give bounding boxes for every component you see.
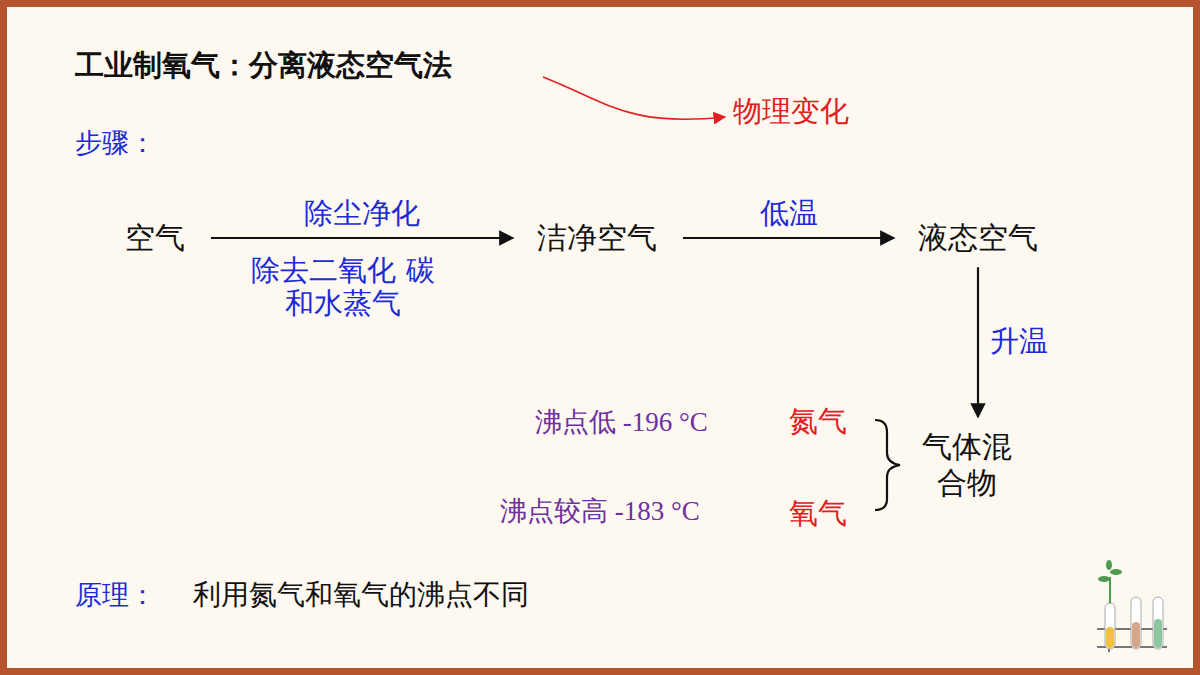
callout-label: 物理变化 (733, 95, 849, 128)
step-label: 除去二氧化 碳和水蒸气 (243, 254, 443, 321)
node-text: 空气 (125, 221, 185, 256)
edge-label: 除尘净化 (304, 197, 420, 230)
step-node: 洁净空气 (533, 219, 661, 258)
step-heading: 步骤： (75, 127, 156, 158)
callout-arrow (543, 77, 725, 119)
step-node: 液态空气 (914, 219, 1042, 258)
step-node: 气体混 合物 (907, 427, 1027, 503)
bracket (875, 420, 900, 510)
boiling-point: 沸点较高 -183 °C (500, 496, 700, 527)
process-arrow (211, 237, 513, 239)
gas-name: 氮气 (789, 405, 847, 438)
principle-text: 利用氮气和氧气的沸点不同 (193, 579, 529, 611)
edge-label: 低温 (760, 197, 818, 230)
step-node: 空气 (121, 219, 189, 258)
principle-heading: 原理： (75, 579, 156, 610)
title: 工业制氧气：分离液态空气法 (75, 49, 452, 82)
gas-name: 氧气 (789, 497, 847, 530)
slide: 工业制氧气：分离液态空气法物理变化步骤： 除去二氧化 碳和水蒸气沸点低 -196 … (7, 7, 1193, 668)
edge-label: 升温 (990, 325, 1048, 358)
boiling-point: 沸点低 -196 °C (535, 407, 708, 438)
node-text: 洁净空气 (537, 221, 657, 256)
test-tube-icon (1097, 560, 1167, 652)
node-text: 液态空气 (918, 221, 1038, 256)
process-arrow (683, 237, 894, 239)
node-text: 气体混 合物 (911, 429, 1023, 501)
process-arrow (977, 267, 979, 417)
